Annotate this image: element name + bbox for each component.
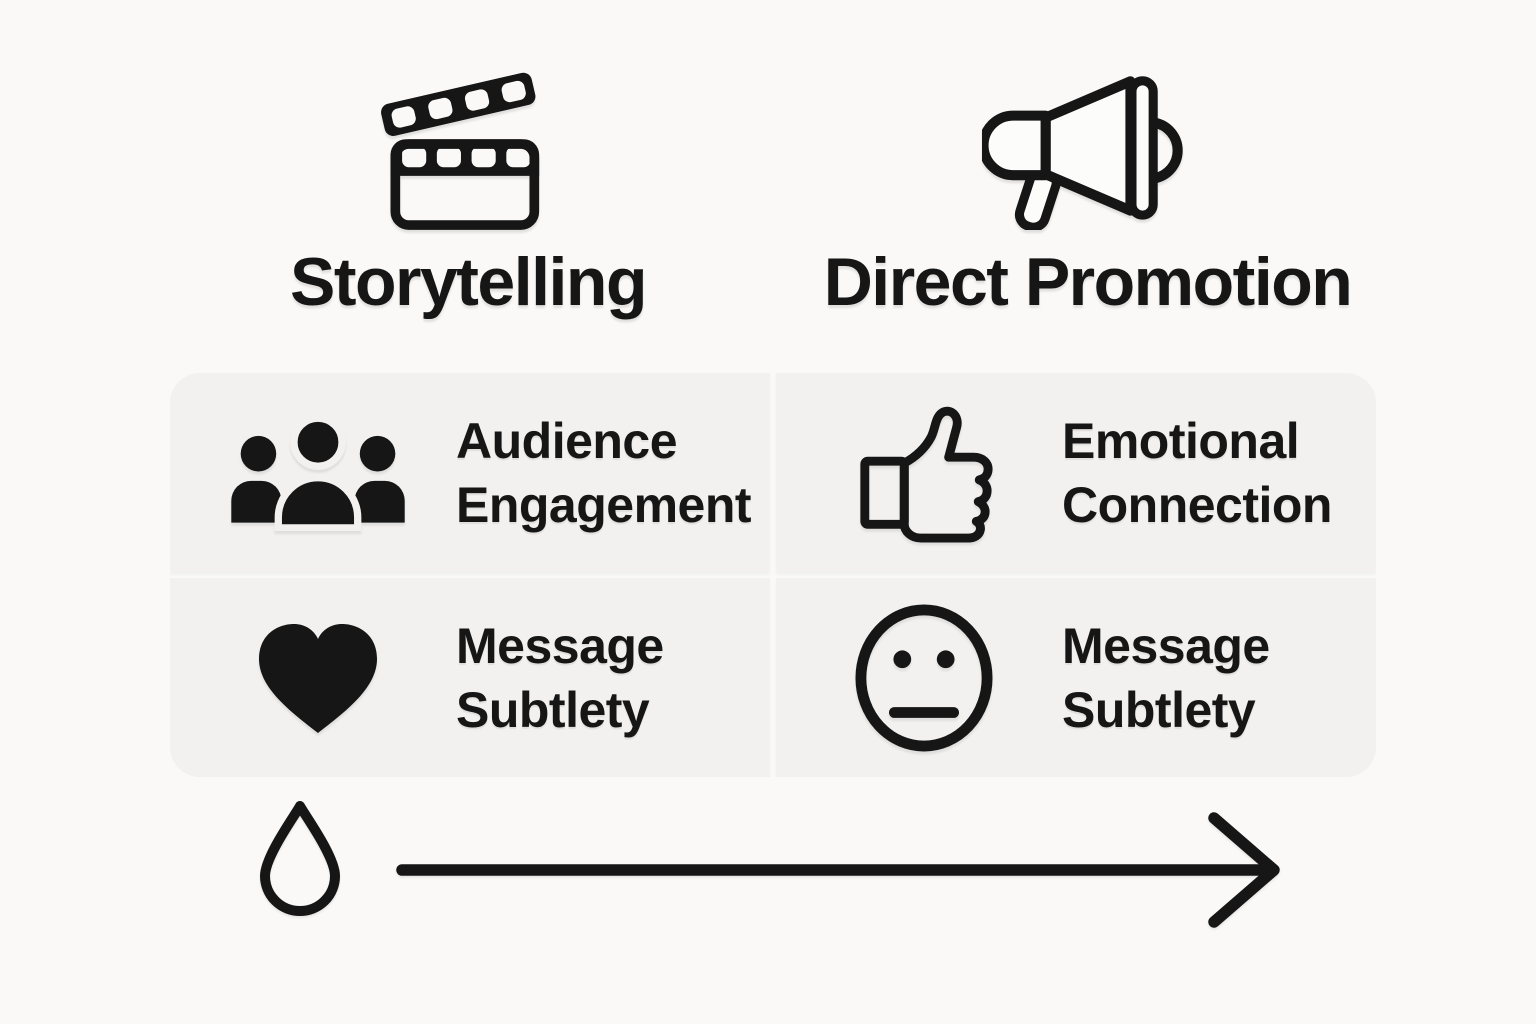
right-arrow — [392, 806, 1288, 934]
clapperboard-icon — [377, 56, 543, 230]
column-header-direct-promotion: Direct Promotion — [771, 56, 1376, 322]
cell-audience-engagement: Audience Engagement — [170, 373, 770, 572]
cell-message-subtlety-promo: Message Subtlety — [776, 578, 1376, 777]
water-drop-icon — [255, 799, 345, 917]
column-title-direct-promotion: Direct Promotion — [823, 244, 1353, 320]
column-header-storytelling: Storytelling — [170, 56, 766, 322]
column-title-storytelling: Storytelling — [289, 244, 648, 320]
cell-emotional-connection: Emotional Connection — [776, 373, 1376, 572]
cell-label: Message Subtlety — [456, 617, 664, 738]
cell-label: Emotional Connection — [1062, 412, 1332, 533]
megaphone-icon — [981, 56, 1186, 230]
comparison-grid: Audience Engagement Emotional Connection — [170, 373, 1376, 777]
audience-group-icon — [222, 414, 414, 531]
neutral-face-icon — [828, 603, 1020, 753]
thumbs-up-icon — [828, 399, 1020, 547]
heart-icon — [222, 617, 414, 739]
cell-label: Audience Engagement — [456, 412, 752, 533]
cell-message-subtlety-story: Message Subtlety — [170, 578, 770, 777]
cell-label: Message Subtlety — [1062, 617, 1270, 738]
